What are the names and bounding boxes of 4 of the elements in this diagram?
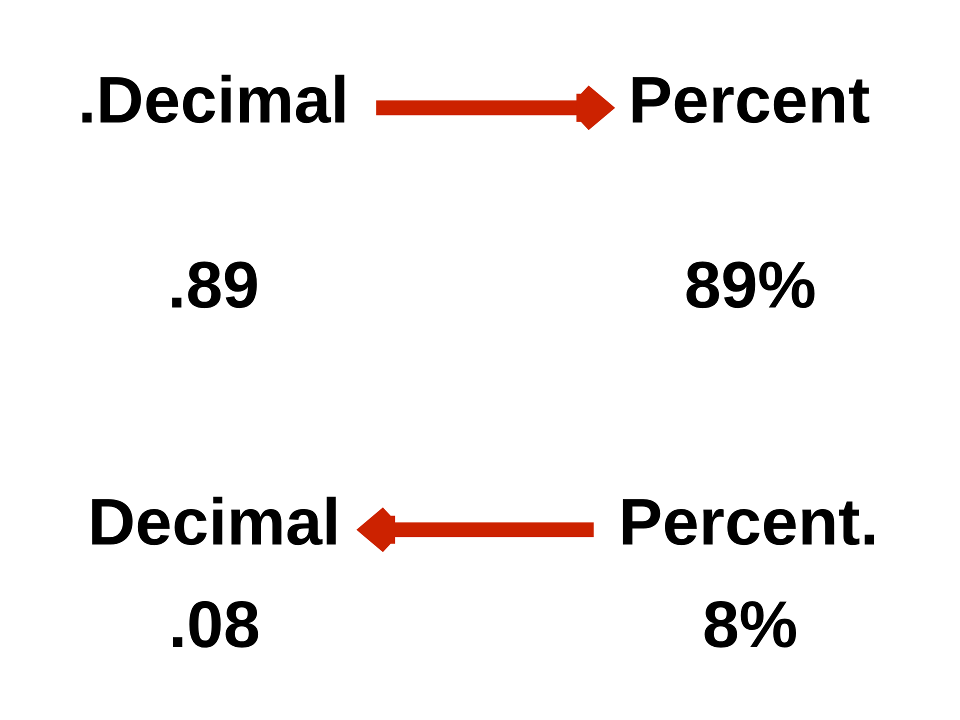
node-text: Percent. 8% bbox=[618, 484, 879, 661]
node-text: Percent 89% bbox=[628, 62, 870, 322]
node-text: Decimal .08 bbox=[88, 484, 340, 661]
node-text: .Decimal .89 bbox=[78, 62, 349, 322]
